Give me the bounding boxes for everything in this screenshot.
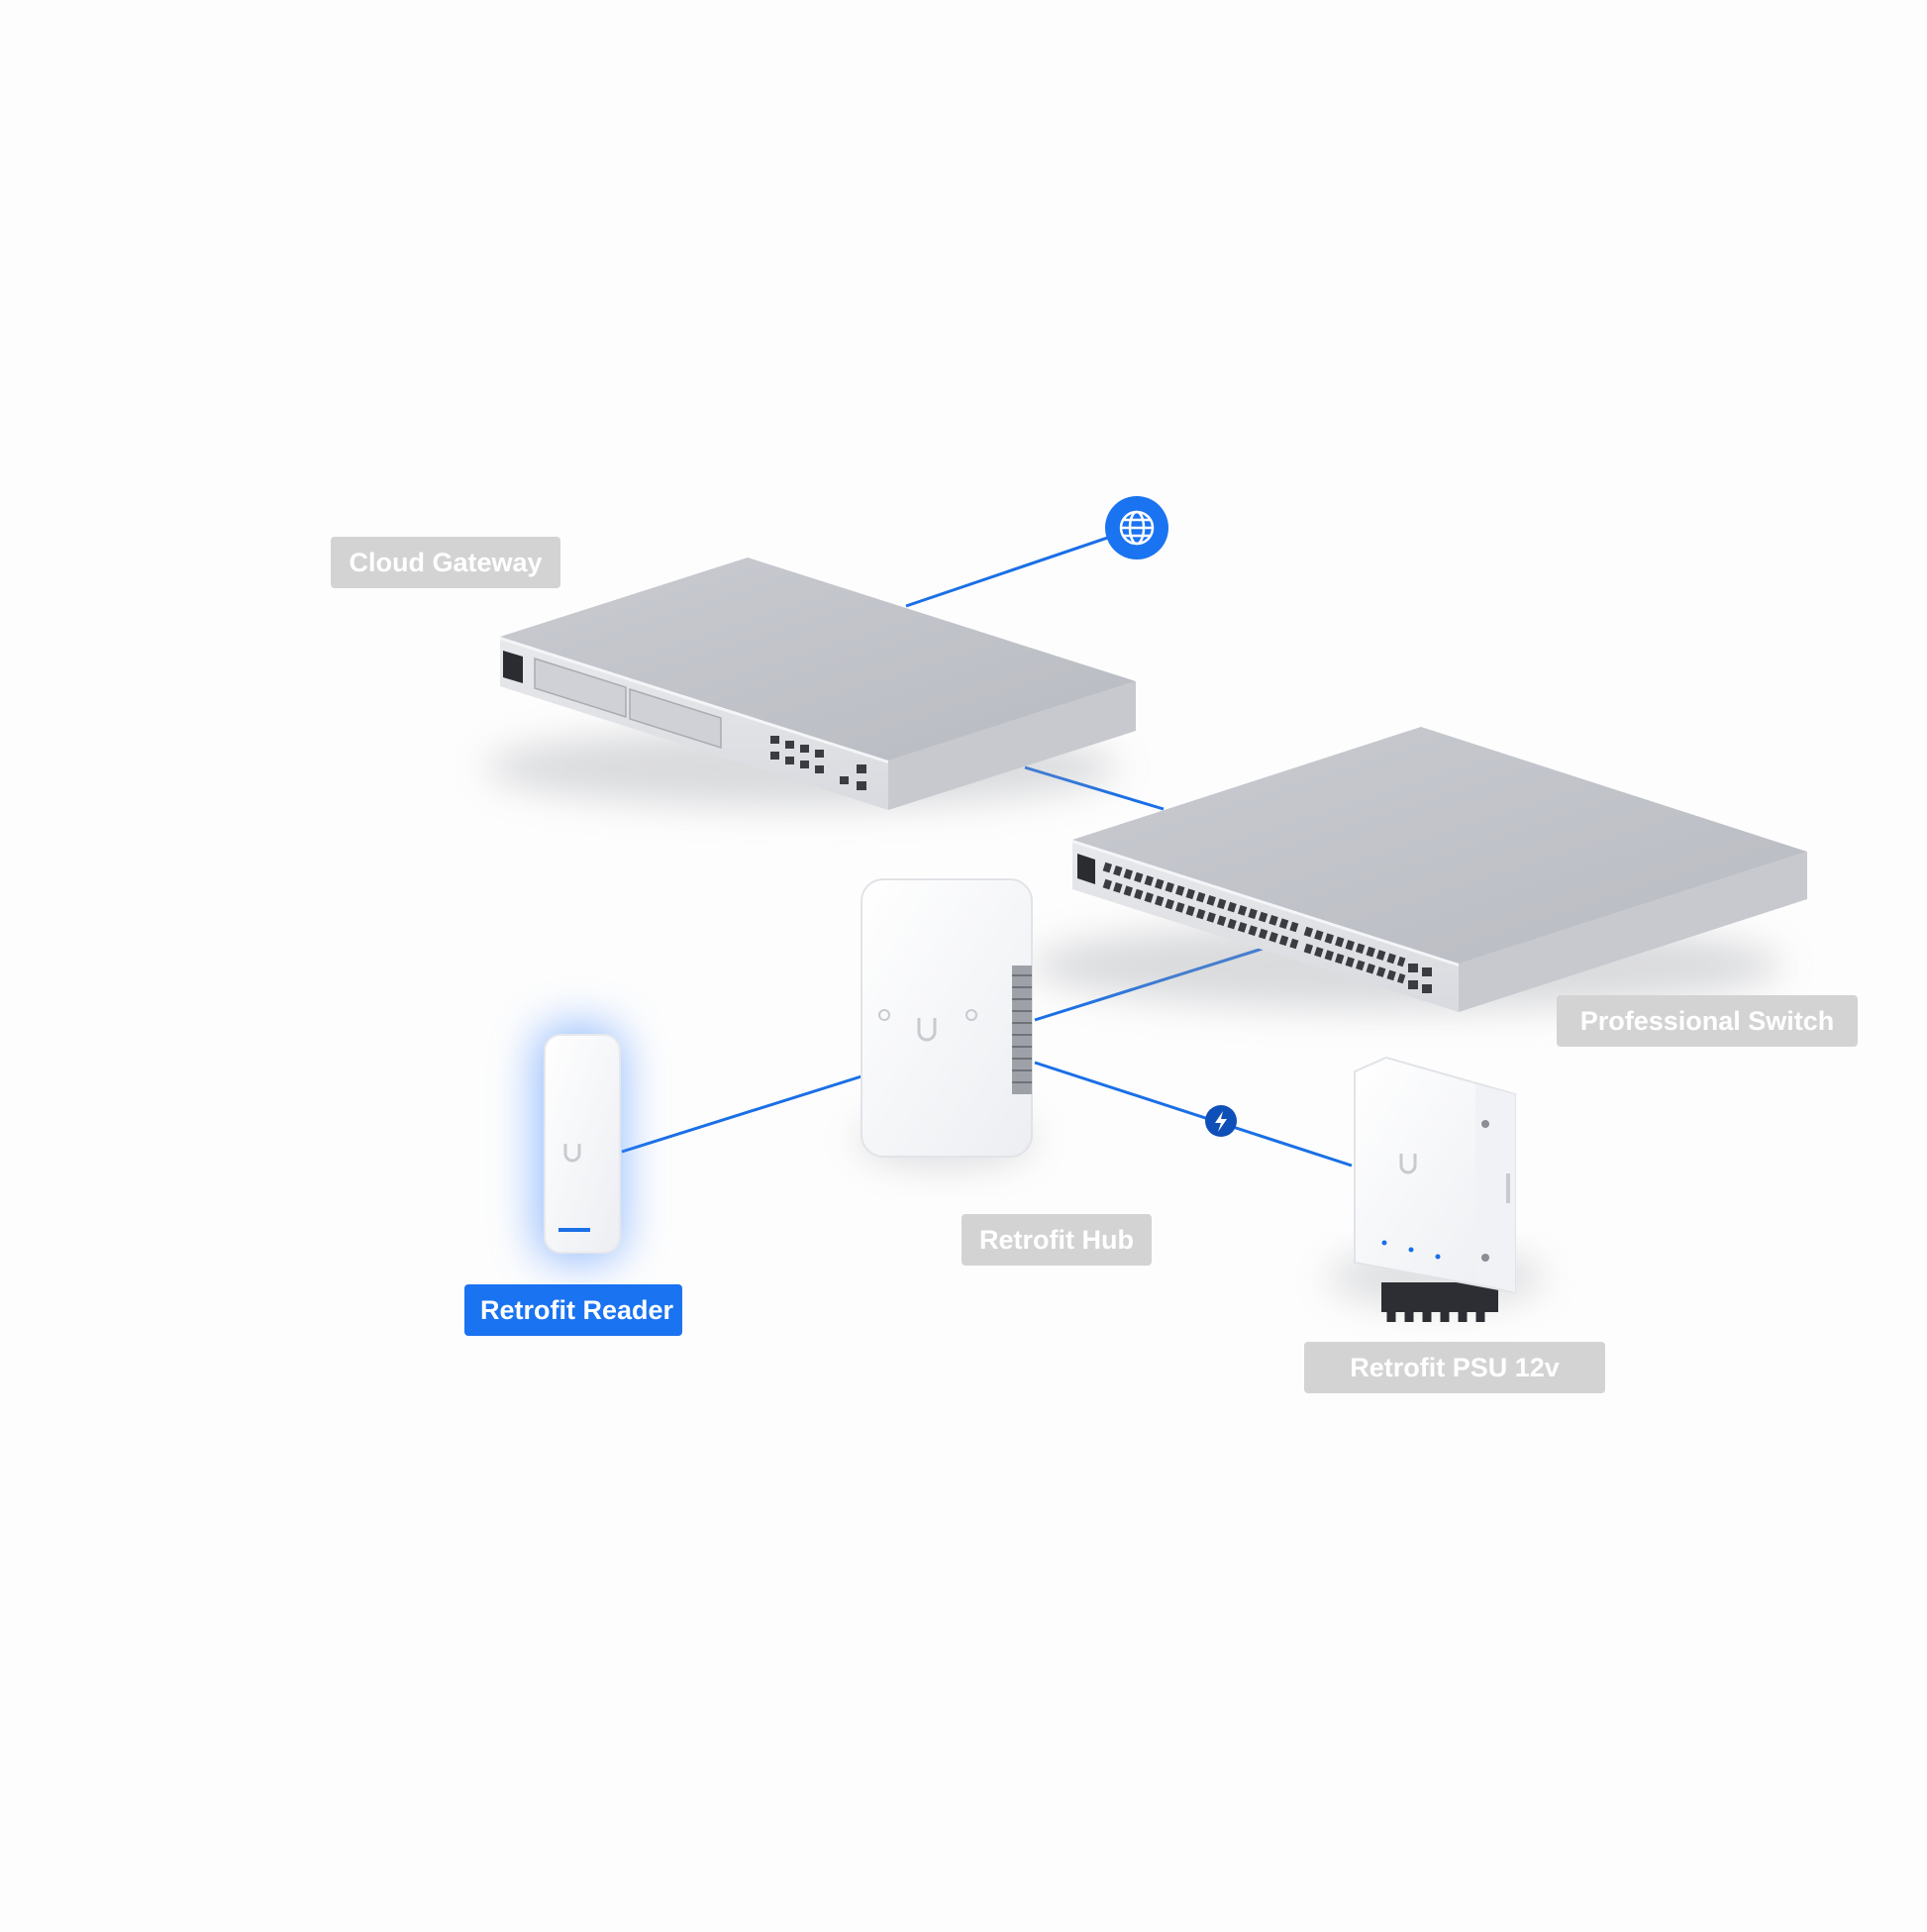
retrofit-reader-device: [535, 1025, 624, 1263]
retrofit-hub-label[interactable]: Retrofit Hub: [962, 1214, 1152, 1266]
retrofit-psu-label[interactable]: Retrofit PSU 12v: [1304, 1342, 1605, 1393]
hub-reader-link: [621, 1074, 862, 1154]
retrofit-reader-label[interactable]: Retrofit Reader: [464, 1284, 682, 1336]
retrofit-psu-device: [1327, 1056, 1545, 1322]
hub-psu-link: [1034, 1061, 1353, 1168]
professional-switch-device: [1030, 727, 1807, 1012]
cloud-gateway-label[interactable]: Cloud Gateway: [331, 537, 560, 588]
internet-link: [905, 526, 1138, 608]
lightning-bolt-icon: [1205, 1105, 1237, 1137]
cloud-gateway-device: [485, 558, 1136, 810]
globe-icon: [1105, 496, 1168, 559]
retrofit-hub-device: [857, 878, 1035, 1169]
professional-switch-label[interactable]: Professional Switch: [1557, 995, 1858, 1047]
